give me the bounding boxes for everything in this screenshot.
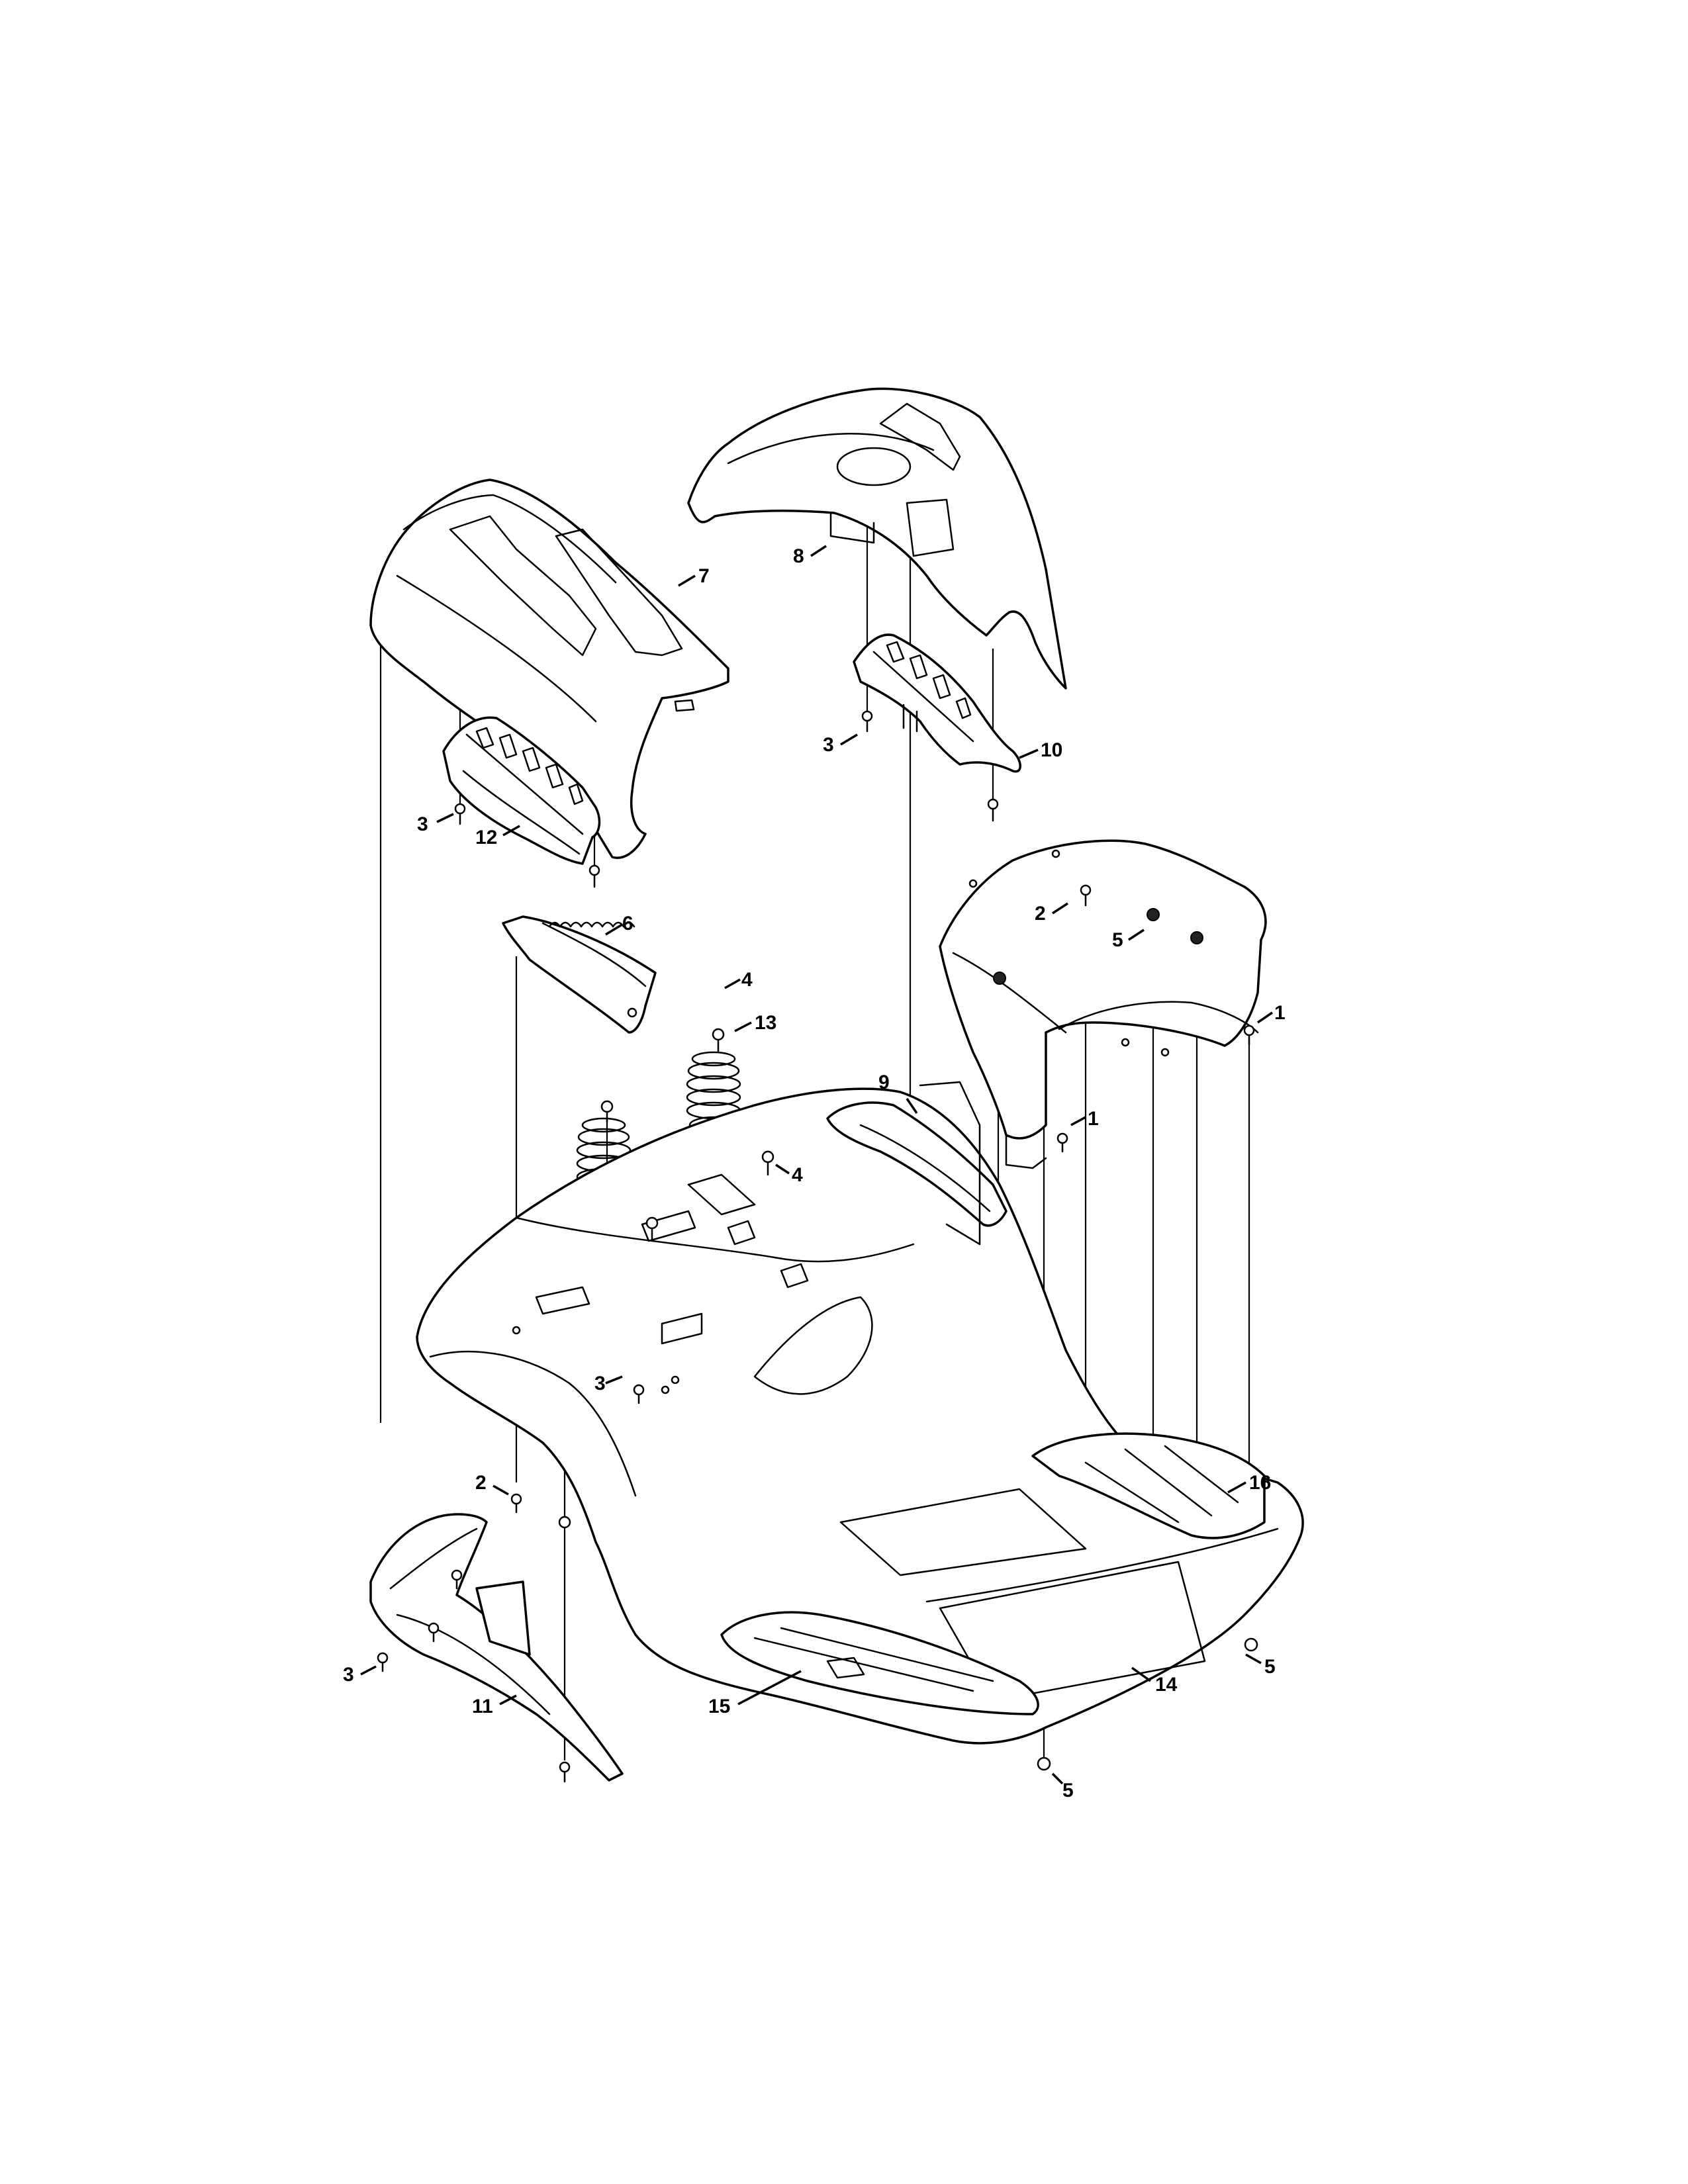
nut-panel-left: [993, 972, 1006, 985]
callout-1-mid: 1: [1088, 1108, 1099, 1130]
screw-trim-b: [451, 1569, 463, 1590]
screw-1-mid: [1056, 1132, 1068, 1153]
callout-3-upper-left: 3: [417, 813, 428, 835]
nut-5-bottom: [1037, 1756, 1051, 1771]
callout-6: 6: [622, 913, 633, 934]
part-10-vent-panel: [853, 633, 1021, 773]
callout-12: 12: [475, 827, 497, 848]
nut-5-upper-a: [1147, 908, 1160, 921]
callout-7: 7: [698, 565, 710, 587]
screw-1-right: [1243, 1024, 1255, 1046]
part-16-footrest-right: [1031, 1432, 1266, 1539]
callout-11: 11: [472, 1696, 493, 1717]
part-12-vent-panel: [442, 716, 601, 865]
callout-9: 9: [878, 1071, 890, 1093]
callout-5-right: 5: [1264, 1656, 1276, 1678]
callout-16: 16: [1249, 1472, 1271, 1494]
screw-4-left-spring: [600, 1100, 614, 1123]
callout-5-bottom: 5: [1062, 1780, 1074, 1801]
callout-8: 8: [793, 545, 804, 567]
callout-15: 15: [708, 1696, 730, 1717]
callouts: 7 8 3 12 3 10 6 4 13 9 4 2 5 1 1 3 2: [343, 545, 1286, 1801]
part-1-dash-panel: [939, 839, 1267, 1169]
part-14-fender-body: [416, 1087, 1304, 1745]
nut-5-right: [1244, 1637, 1258, 1652]
callout-4-upper: 4: [741, 969, 753, 991]
screw-2-lower: [510, 1493, 522, 1514]
screw-2-upper: [1080, 884, 1092, 907]
screw-4-upper: [712, 1028, 725, 1054]
fasteners: [377, 710, 1258, 1783]
nut-fender-left: [558, 1516, 571, 1529]
screw-10-bottom: [987, 798, 999, 822]
screw-body-center: [645, 1216, 659, 1242]
screw-3-bottom-left: [377, 1652, 389, 1672]
screw-3-right-top: [861, 710, 873, 733]
callout-3-body: 3: [594, 1373, 606, 1394]
callout-3-upper-right: 3: [823, 734, 834, 756]
screw-4-lower: [761, 1150, 774, 1176]
part-8-front-console: [687, 387, 1067, 690]
callout-4-lower: 4: [792, 1164, 803, 1186]
callout-3-bottom-left: 3: [343, 1664, 354, 1686]
callout-5-upper: 5: [1112, 929, 1123, 951]
screw-trim-a: [428, 1622, 440, 1643]
screw-3-body: [633, 1384, 645, 1404]
screw-12-bottom: [588, 864, 600, 888]
screw-3-left-top: [454, 803, 466, 825]
callout-2-lower: 2: [475, 1472, 487, 1494]
nut-5-upper-b: [1190, 931, 1203, 944]
callout-10: 10: [1041, 739, 1062, 761]
part-15-footrest-left: [720, 1611, 1039, 1715]
callout-1-right: 1: [1274, 1002, 1286, 1024]
callout-2-upper: 2: [1035, 903, 1046, 925]
part-11-side-trim: [369, 1513, 624, 1782]
part-9-seat-pan: [826, 1081, 1008, 1246]
part-6-bracket: [502, 915, 657, 1034]
screw-11-bottom: [559, 1761, 571, 1783]
callout-13: 13: [755, 1012, 776, 1034]
callout-14: 14: [1155, 1674, 1178, 1696]
